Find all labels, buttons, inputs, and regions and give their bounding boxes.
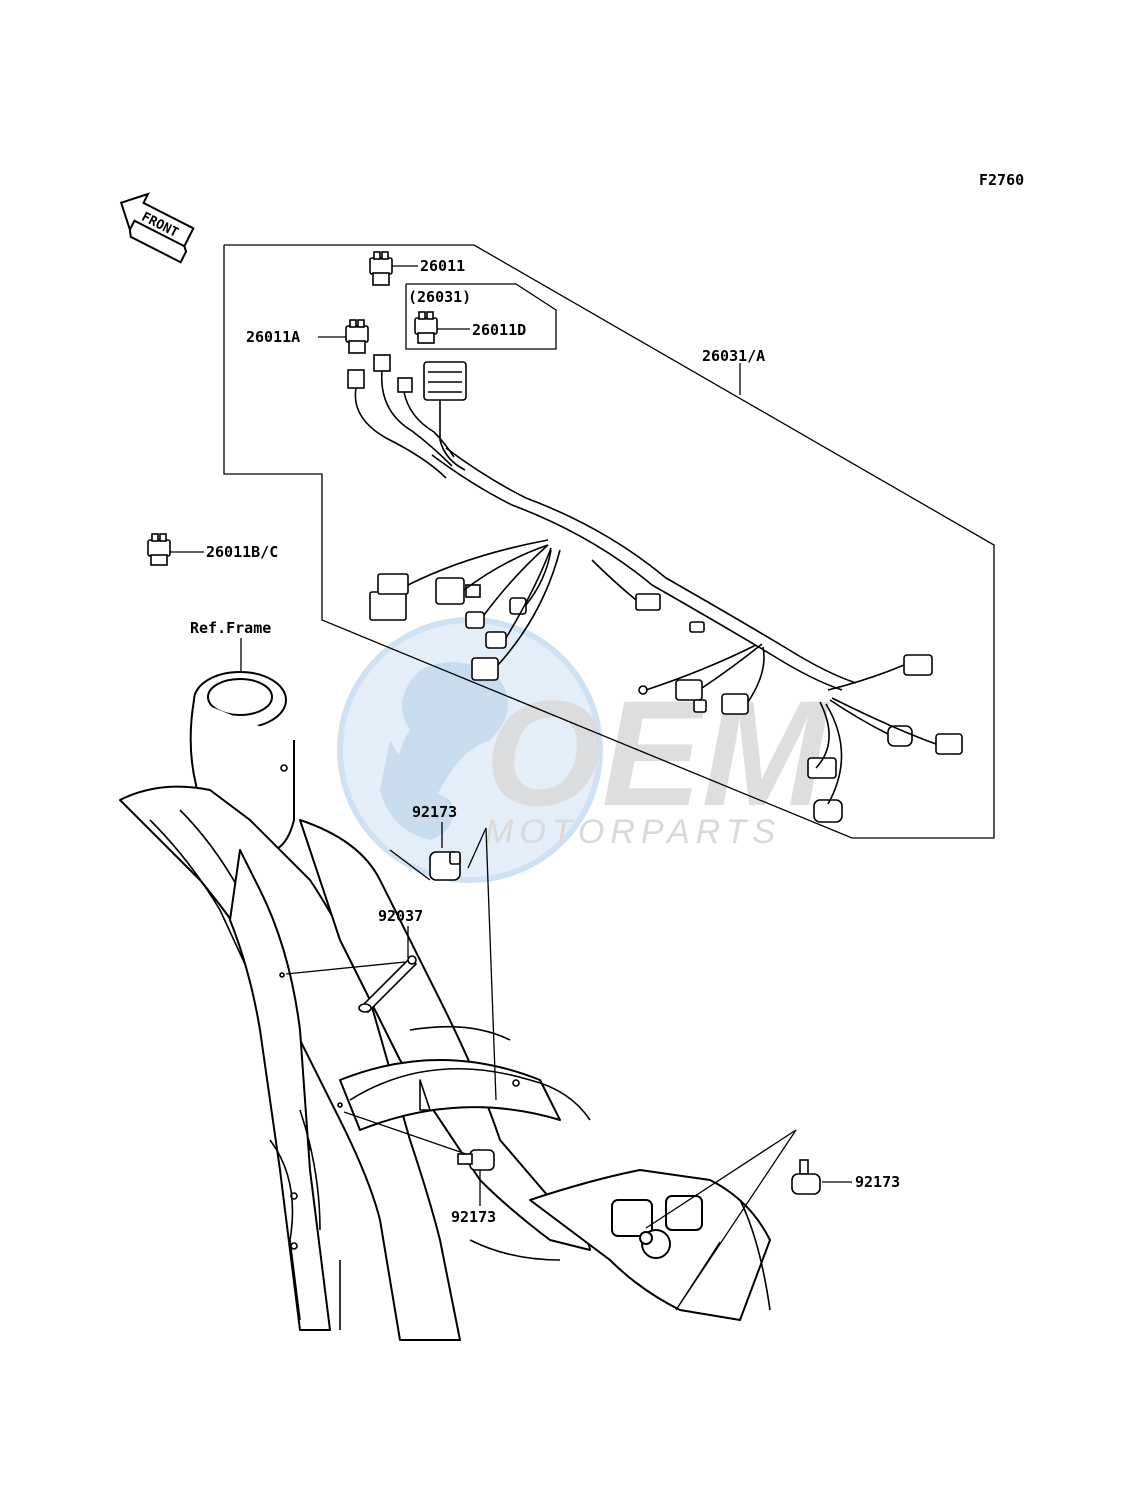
watermark-tagline: MOTORPARTS <box>485 813 781 851</box>
watermark: OEM MOTORPARTS <box>337 617 830 883</box>
connector-26011a-icon <box>345 319 369 354</box>
callout-92173-upper: 92173 <box>412 803 457 821</box>
callout-92173-right: 92173 <box>855 1173 900 1191</box>
callout-26011: 26011 <box>420 257 465 275</box>
figure-code: F2760 <box>979 171 1024 189</box>
connector-26011bc-icon <box>147 533 171 566</box>
connector-26011d-icon <box>414 311 438 344</box>
connector-26011-icon <box>369 251 393 286</box>
clamp-92037-icon <box>358 955 418 1014</box>
callout-26011a: 26011A <box>246 328 300 346</box>
harness-enclosure <box>223 244 995 839</box>
bolt-92173-upper-icon <box>429 851 461 881</box>
bolt-92173-right-icon <box>791 1159 821 1195</box>
callout-26011bc: 26011B/C <box>206 543 278 561</box>
sub-group-box <box>405 283 557 350</box>
callout-92173-lower: 92173 <box>451 1208 496 1226</box>
callout-26031a: 26031/A <box>702 347 765 365</box>
front-arrow-icon: FRONT <box>119 192 195 264</box>
wire-harness <box>347 354 963 823</box>
callout-ref-frame: Ref.Frame <box>190 619 271 637</box>
callout-group-26031: (26031) <box>408 288 471 306</box>
watermark-brand: OEM <box>485 669 830 837</box>
callout-26011d: 26011D <box>472 321 526 339</box>
callout-92037: 92037 <box>378 907 423 925</box>
